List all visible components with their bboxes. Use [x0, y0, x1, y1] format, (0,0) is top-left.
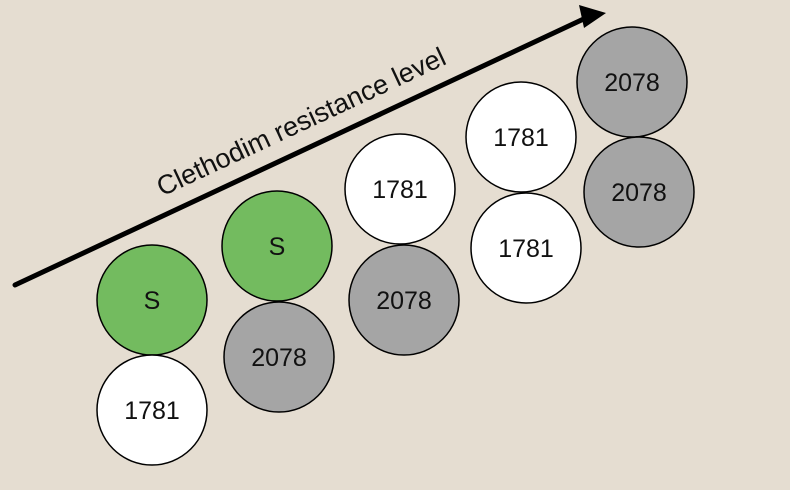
genotype-column: 2078 2078 [576, 26, 695, 248]
allele-circle-1781 [470, 192, 582, 304]
genotype-column: 1781 1781 [465, 81, 582, 304]
arrowhead-icon [579, 5, 606, 28]
genotype-column: S 2078 [221, 190, 335, 413]
allele-label: 1781 [124, 397, 180, 425]
allele-circle-2078 [583, 136, 695, 248]
allele-label: 1781 [498, 235, 554, 263]
allele-label: 2078 [604, 69, 660, 97]
allele-label: S [269, 233, 286, 261]
allele-label: 1781 [372, 176, 428, 204]
allele-label: S [144, 287, 161, 315]
allele-label: 2078 [251, 344, 307, 372]
genotype-column: 1781 2078 [344, 133, 460, 356]
allele-circle-1781 [465, 81, 577, 193]
allele-circle-2078 [223, 301, 335, 413]
genotype-column: S 1781 [96, 244, 208, 466]
allele-circle-1781 [344, 133, 456, 245]
allele-label: 2078 [376, 287, 432, 315]
allele-circle-2078 [348, 244, 460, 356]
allele-circle-susceptible [221, 190, 333, 302]
arrow-shaft [12, 13, 593, 288]
allele-label: 2078 [611, 179, 667, 207]
allele-circle-1781 [96, 354, 208, 466]
allele-label: 1781 [493, 124, 549, 152]
